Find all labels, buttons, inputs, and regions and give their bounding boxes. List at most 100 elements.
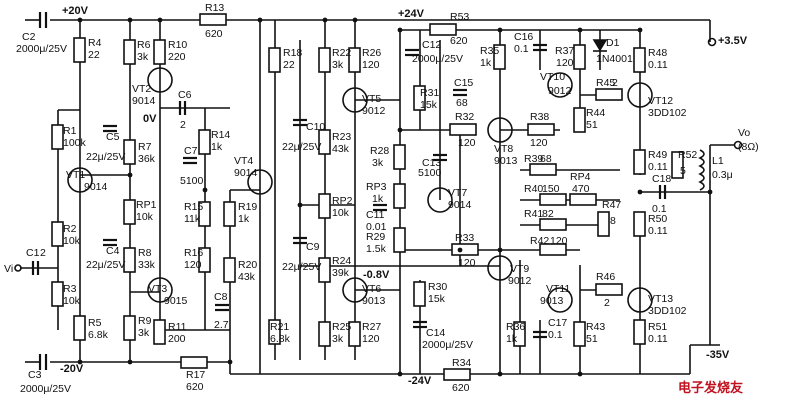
diode-symbol (592, 30, 608, 70)
transistor-ref: VT4 (234, 155, 253, 167)
resistor-value: 120 (550, 235, 568, 247)
resistor-ref: R23 (332, 131, 351, 143)
resistor-ref: RP3 (366, 181, 387, 193)
resistor-ref: R11 (168, 321, 187, 333)
terminal-vi (14, 264, 22, 272)
resistor-ref: R28 (370, 145, 389, 157)
resistor-ref: R52 (678, 149, 697, 161)
resistor-ref: R50 (648, 213, 667, 225)
resistor-value: 120 (184, 259, 202, 271)
resistor-value: 120 (362, 59, 380, 71)
resistor-value: 6.8k (88, 329, 109, 341)
resistor-value: 11k (184, 213, 201, 225)
resistor-ref: R18 (283, 47, 302, 59)
resistor-ref: R9 (138, 315, 152, 327)
capacitor-value: 22μ/25V (86, 151, 125, 163)
resistor-value: 1k (506, 333, 518, 345)
transistor-ref: VT3 (148, 283, 167, 295)
transistor-type: 9014 (448, 199, 472, 211)
capacitor-value: 2000μ/25V (422, 339, 473, 351)
resistor-ref: R26 (362, 47, 381, 59)
resistor-value: 82 (542, 208, 554, 220)
resistor-value: 1k (238, 213, 250, 225)
capacitor-value: 5100 (418, 167, 442, 179)
resistor-value: 2 (604, 297, 610, 309)
resistor-value: 43k (332, 143, 350, 155)
resistor-ref: R27 (362, 321, 381, 333)
resistor-value: 43k (238, 271, 256, 283)
transistor-ref: VT9 (510, 263, 529, 275)
resistor-ref: R29 (366, 231, 385, 243)
capacitor-value: 22μ/25V (282, 261, 321, 273)
resistor-ref: R16 (184, 247, 203, 259)
resistor-ref: R47 (602, 199, 621, 211)
transistor-ref: VT12 (648, 95, 673, 107)
capacitor-value: 2 (180, 119, 186, 131)
resistor-ref: R22 (332, 47, 351, 59)
capacitor-ref: C7 (184, 145, 198, 157)
capacitor-ref: C15 (454, 77, 473, 89)
capacitor-value: 2 (40, 247, 46, 259)
resistor-ref: R7 (138, 141, 152, 153)
transistor-type: 9014 (84, 181, 108, 193)
resistor-value: 15k (420, 99, 438, 111)
resistor-value: 3k (138, 327, 150, 339)
resistor-ref: R31 (420, 87, 439, 99)
resistor-value: 10k (63, 295, 81, 307)
capacitor-value: 2000μ/25V (412, 53, 463, 65)
capacitor-value: 22μ/25V (86, 259, 125, 271)
rail-label-p20: +20V (62, 5, 89, 17)
resistor-value: 51 (586, 119, 598, 131)
resistor-value: 2 (612, 77, 618, 89)
capacitor-ref: C11 (366, 209, 385, 221)
resistor-value: 620 (450, 35, 468, 47)
transistor-type: 9014 (132, 95, 156, 107)
resistor-value: 620 (205, 28, 223, 40)
resistor-value: 120 (556, 57, 574, 69)
resistor-ref: R6 (137, 39, 151, 51)
transistor-type: 3DD102 (648, 305, 687, 317)
resistor-value: 0.11 (648, 333, 668, 345)
capacitor-value: 5100 (180, 175, 204, 187)
resistor-ref: R38 (530, 111, 549, 123)
resistor-value: 120 (458, 257, 476, 269)
resistor-value: 10k (136, 211, 154, 223)
resistor-ref: R17 (186, 369, 205, 381)
resistor-value: 1k (211, 141, 223, 153)
capacitor-value: 68 (456, 97, 468, 109)
capacitor-ref: C14 (426, 327, 445, 339)
capacitor-plates (31, 43, 667, 339)
resistor-ref: R24 (332, 255, 351, 267)
resistor-ref: RP2 (332, 195, 353, 207)
resistor-ref: R1 (63, 125, 77, 137)
resistor-value: 22 (88, 49, 100, 61)
transistor-type: 9015 (164, 295, 188, 307)
resistor-ref: R39 (524, 153, 543, 165)
resistor-value: 33k (138, 259, 156, 271)
transistor-ref: VT11 (546, 283, 570, 295)
resistor-ref: R10 (168, 39, 187, 51)
resistor-value: 120 (362, 333, 380, 345)
resistor-value: 39k (332, 267, 350, 279)
resistor-value: 22 (283, 59, 295, 71)
resistor-ref: R32 (455, 111, 474, 123)
resistor-value: 150 (542, 183, 560, 195)
resistor-ref: R51 (648, 321, 667, 333)
resistor-value: 620 (452, 382, 470, 394)
resistor-value: 68 (540, 153, 552, 165)
transistor-type: 9012 (362, 105, 386, 117)
capacitor-value: 2000μ/25V (20, 383, 71, 395)
rail-label-n24: -24V (408, 375, 432, 387)
resistor-ref: R41 (524, 208, 543, 220)
resistor-value: 0.11 (648, 59, 668, 71)
resistor-value: 3k (332, 59, 344, 71)
capacitor-ref: C16 (514, 31, 533, 43)
resistor-value: 1k (372, 193, 384, 205)
resistor-ref: R49 (648, 149, 667, 161)
resistor-value: 3k (332, 333, 344, 345)
resistor-ref: R3 (63, 283, 77, 295)
resistor-value: 200 (168, 333, 186, 345)
resistor-value: 220 (168, 51, 186, 63)
terminal-p35 (707, 37, 717, 47)
